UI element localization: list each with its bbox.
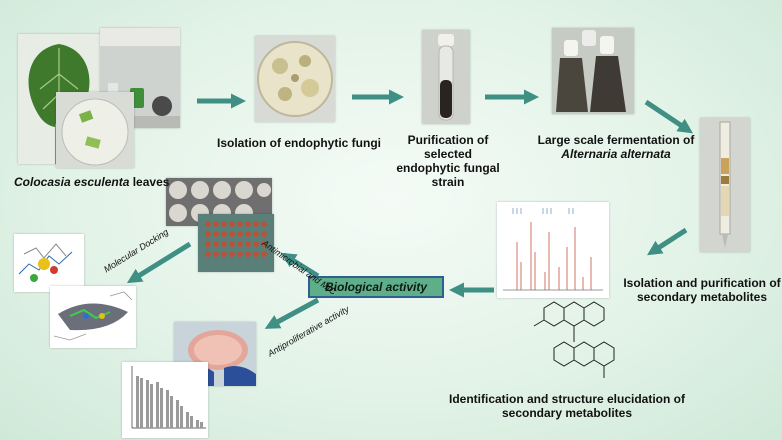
nmr-spectrum-image	[497, 202, 609, 298]
label-isolation-purification-line2: secondary metabolites	[636, 290, 768, 304]
chromatography-column-photo	[700, 118, 750, 252]
biological-activity-box: Biological activity	[308, 276, 444, 298]
label-fermentation: Large scale fermentation of Alternaria a…	[532, 133, 700, 161]
arrow-microplate-to-docking	[126, 241, 192, 284]
label-identification-line1: Identification and structure elucidation…	[448, 392, 685, 406]
label-fermentation-line1: Large scale fermentation of	[537, 133, 695, 147]
arrow-column-to-isolation-purification	[646, 227, 688, 256]
chemical-structure-image	[524, 298, 624, 386]
label-isolation-purification-line1: Isolation and purification of	[623, 276, 781, 290]
fermentation-flasks-photo	[552, 28, 634, 114]
label-purification-line1: Purification of selected	[407, 133, 489, 161]
isolation-plate-photo	[255, 36, 335, 122]
label-fermentation-line2: Alternaria alternata	[561, 147, 671, 161]
arrow-biological-to-antimicrobial	[280, 252, 320, 279]
docking-ligand-image	[14, 234, 84, 292]
label-leaves: Colocasia esculenta leaves	[14, 175, 184, 189]
label-identification-line2: secondary metabolites	[501, 406, 633, 420]
test-tube-photo	[422, 30, 470, 124]
docking-surface-image	[50, 286, 136, 348]
label-leaves-species: Colocasia esculenta	[14, 175, 130, 189]
arrow-biological-to-antiproliferative	[264, 297, 320, 329]
laminar-hood-photo	[100, 28, 180, 128]
label-isolation: Isolation of endophytic fungi	[217, 136, 381, 150]
label-identification: Identification and structure elucidation…	[432, 392, 702, 420]
label-purification-line2: endophytic fungal strain	[396, 161, 500, 189]
bar-chart-image	[122, 362, 208, 438]
label-purification: Purification of selected endophytic fung…	[388, 133, 508, 189]
microplate-photo	[198, 214, 274, 272]
arrow-fermentation-to-column	[644, 99, 693, 134]
petri-dish-leaf-photo	[56, 92, 134, 168]
label-isolation-purification: Isolation and purification of secondary …	[622, 276, 782, 304]
label-leaves-word: leaves	[129, 175, 170, 189]
biological-activity-label: Biological activity	[324, 280, 428, 294]
